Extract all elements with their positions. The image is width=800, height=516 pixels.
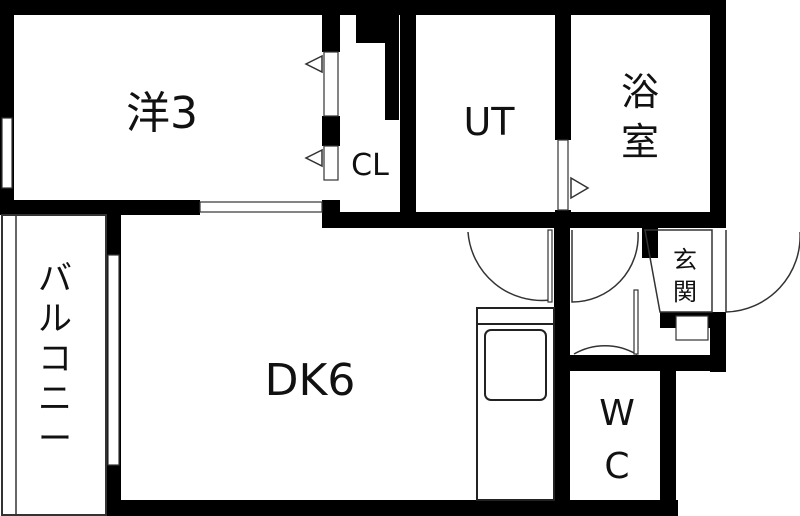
windows xyxy=(1,117,569,466)
wall-closet-ut xyxy=(400,0,416,228)
wall-ut-bath xyxy=(555,0,571,140)
kitchen-sink xyxy=(484,329,547,401)
closet-door-track-lower xyxy=(323,145,339,181)
kitchen-counter xyxy=(476,307,555,501)
wall-entrance-step xyxy=(660,355,726,371)
window-western-left xyxy=(1,117,13,189)
wall-western-bottom xyxy=(0,200,200,215)
wall-closet-inner xyxy=(356,15,388,43)
wall-western-closet xyxy=(322,0,340,52)
label-closet: CL xyxy=(351,148,389,183)
closet-door-marker-lower xyxy=(304,148,323,168)
door-ut-leaf xyxy=(547,229,553,303)
wall-wc-right xyxy=(660,355,676,516)
door-swing-wc xyxy=(573,290,637,356)
label-entrance-2: 関 xyxy=(673,278,697,306)
label-toilet-1: W xyxy=(599,393,635,434)
window-dk-balcony xyxy=(107,254,120,466)
label-dining-kitchen: DK6 xyxy=(265,355,356,406)
label-bathroom-1: 浴 xyxy=(621,70,659,114)
balcony xyxy=(1,214,107,516)
label-balcony-char-1: ル xyxy=(38,299,72,339)
label-western-room: 洋3 xyxy=(126,88,198,139)
balcony-outline xyxy=(1,214,107,516)
door-swing-bath xyxy=(571,230,639,303)
wall-top xyxy=(0,0,725,15)
label-toilet-2: C xyxy=(604,446,629,487)
label-balcony-char-3: ニ xyxy=(38,379,72,419)
wall-bottom xyxy=(106,500,678,516)
wall-right xyxy=(710,0,726,228)
window-ut-bath xyxy=(557,139,569,211)
door-swings xyxy=(467,229,800,356)
label-balcony-char-2: コ xyxy=(38,339,72,379)
label-bathroom-2: 室 xyxy=(621,120,659,164)
wall-below-closet xyxy=(322,212,562,228)
label-balcony-char-0: バ xyxy=(38,259,72,299)
label-entrance-1: 玄 xyxy=(673,246,697,274)
shoe-box xyxy=(675,315,709,341)
closet-door-marker-upper xyxy=(304,54,323,74)
closet-markers xyxy=(304,51,590,200)
door-swing-ut xyxy=(467,230,551,302)
kitchen-counter-top xyxy=(476,307,555,325)
entrance-floor xyxy=(644,229,713,313)
bath-door-marker xyxy=(570,176,590,200)
closet-door-track-upper xyxy=(323,51,339,117)
door-wc-leaf xyxy=(633,289,639,355)
wall-western-closet-mid xyxy=(322,116,340,146)
wall-kitchen-wc xyxy=(554,228,570,516)
entrance-step xyxy=(644,229,713,341)
door-swing-entrance xyxy=(725,230,800,313)
wall-wc-top xyxy=(570,355,676,371)
wall-western-bottom-right xyxy=(322,200,340,215)
label-utility: UT xyxy=(463,100,515,144)
window-western-bottom xyxy=(199,201,323,213)
wall-closet-inner-2 xyxy=(385,15,399,120)
room-labels: 洋3 CL UT 浴 室 玄 関 DK6 W C バ ル コ ニ ー xyxy=(38,70,697,487)
label-balcony-char-4: ー xyxy=(38,419,72,459)
wall-bath-bottom xyxy=(555,212,725,228)
